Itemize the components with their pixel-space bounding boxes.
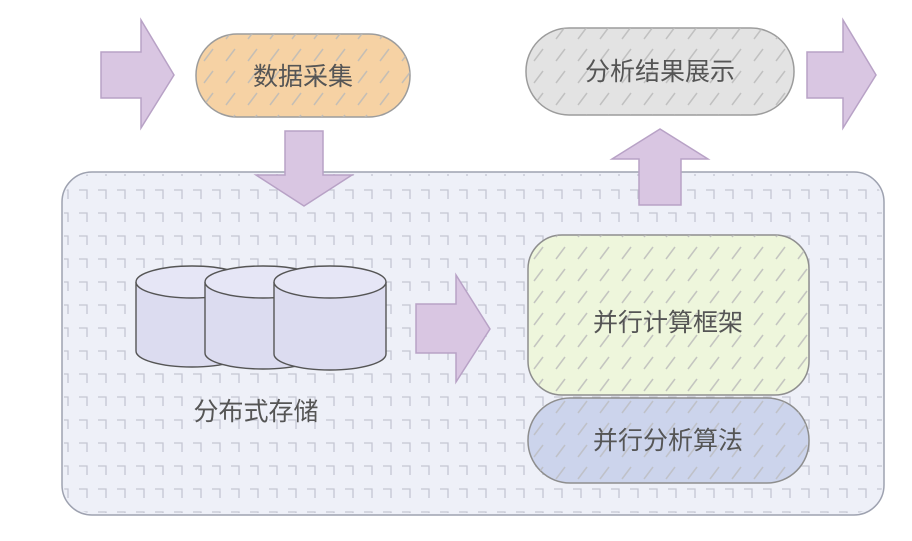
result-display-node: 分析结果展示 (525, 27, 795, 116)
down-arrow (253, 130, 355, 207)
parallel-framework-label: 并行计算框架 (593, 308, 743, 337)
result-display-label: 分析结果展示 (585, 57, 735, 86)
output-arrow (806, 17, 877, 131)
data-collection-label: 数据采集 (253, 62, 353, 91)
input-arrow (100, 17, 175, 131)
up-arrow (609, 128, 711, 206)
parallel-algorithm-label: 并行分析算法 (593, 426, 743, 455)
data-collection-node: 数据采集 (195, 33, 411, 118)
storage-cylinder (273, 265, 387, 371)
storage-to-compute-arrow (415, 272, 491, 385)
distributed-storage-label: 分布式存储 (193, 397, 318, 426)
parallel-algorithm-node: 并行分析算法 (527, 397, 810, 484)
distributed-storage-icon (135, 265, 387, 371)
parallel-framework-node: 并行计算框架 (527, 234, 810, 396)
